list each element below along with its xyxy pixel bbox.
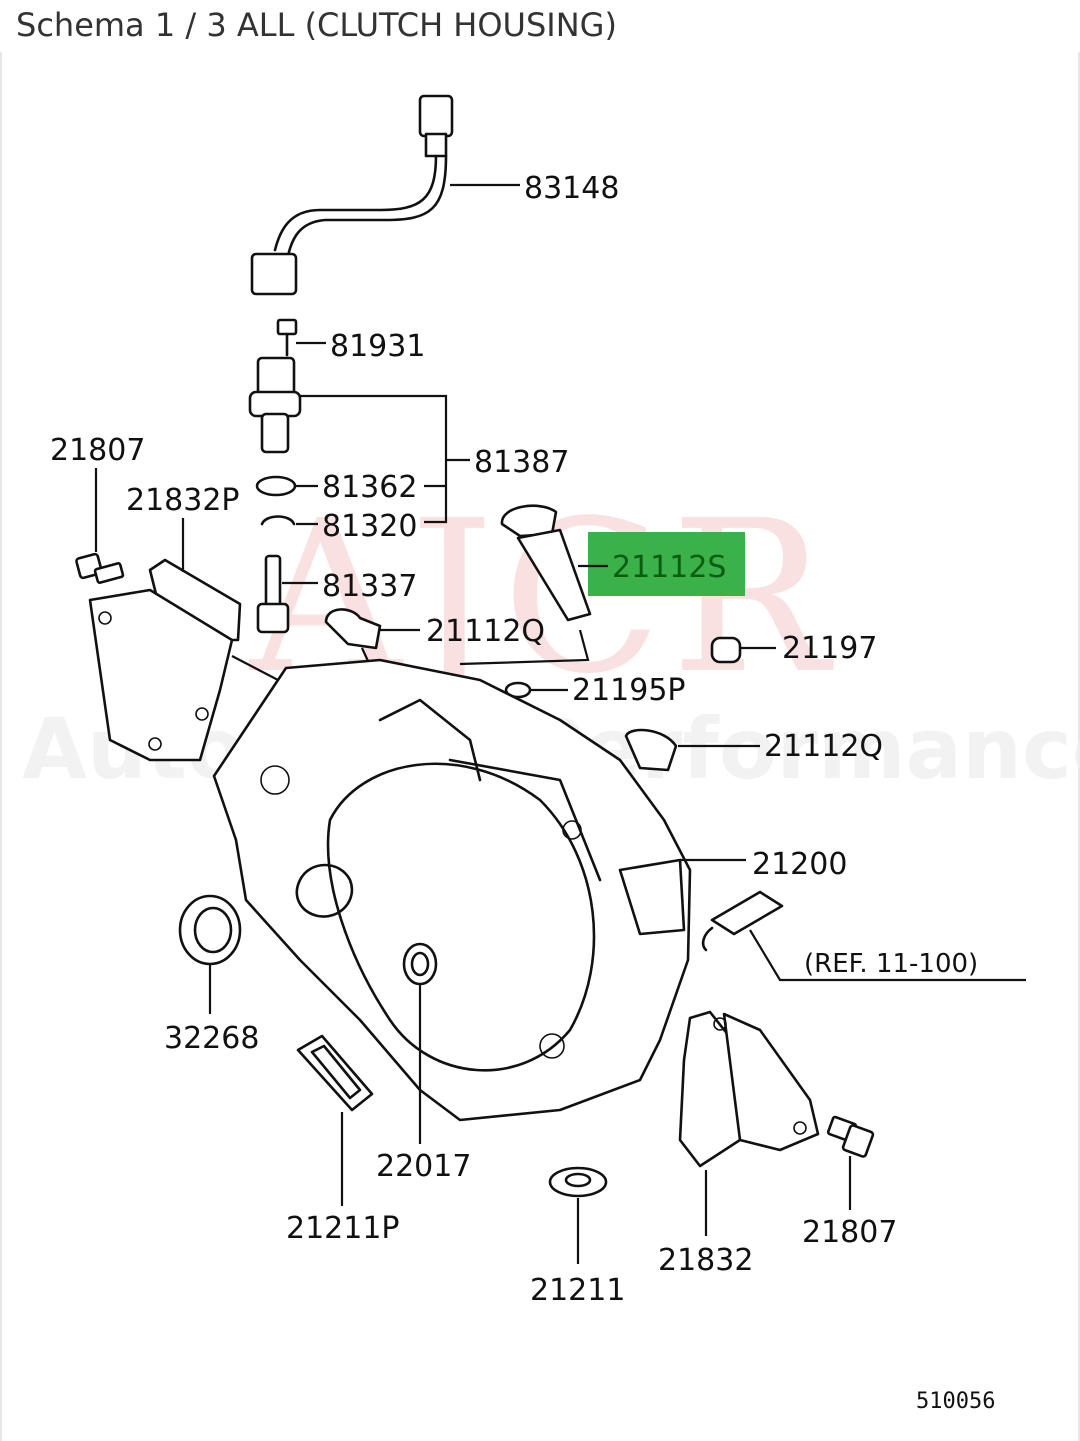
- label-21807-top[interactable]: 21807: [50, 433, 145, 468]
- label-81931[interactable]: 81931: [330, 329, 425, 364]
- cap-21112q-side-part[interactable]: [624, 728, 678, 772]
- label-81337[interactable]: 81337: [322, 569, 417, 604]
- label-21832p[interactable]: 21832P: [126, 483, 240, 518]
- label-ref[interactable]: (REF. 11-100): [804, 949, 978, 979]
- cover-21211p-part[interactable]: [296, 1034, 374, 1112]
- bolt-21807-top-part[interactable]: [75, 552, 125, 584]
- reference-pointer: [701, 890, 1026, 982]
- diagram-code: 510056: [916, 1389, 995, 1414]
- bolt-21807-bottom-part[interactable]: [826, 1115, 875, 1158]
- diagram-frame: [0, 52, 1080, 1441]
- seal-22017-part[interactable]: [402, 942, 438, 986]
- cap-21112q-top-part[interactable]: [324, 608, 382, 650]
- label-21112q-side[interactable]: 21112Q: [764, 729, 883, 764]
- label-21195p[interactable]: 21195P: [572, 673, 686, 708]
- clip-part[interactable]: [260, 515, 296, 526]
- label-21197[interactable]: 21197: [782, 631, 877, 666]
- label-21832[interactable]: 21832: [658, 1243, 753, 1278]
- bracket-21832p-part[interactable]: [88, 558, 242, 762]
- speed-sensor-part[interactable]: [248, 356, 302, 454]
- bolt-81931-part[interactable]: [276, 318, 298, 357]
- label-21112s[interactable]: 21112S: [612, 550, 726, 585]
- label-21211p[interactable]: 21211P: [286, 1211, 400, 1246]
- label-22017[interactable]: 22017: [376, 1149, 471, 1184]
- o-ring-part[interactable]: [255, 475, 297, 497]
- label-21211[interactable]: 21211: [530, 1273, 625, 1308]
- wire-harness-part[interactable]: [250, 94, 454, 296]
- label-81387[interactable]: 81387: [474, 445, 569, 480]
- breather-tube-part[interactable]: [500, 504, 592, 622]
- label-21200[interactable]: 21200: [752, 847, 847, 882]
- plug-21197-part[interactable]: [710, 636, 742, 664]
- oil-seal-32268-part[interactable]: [178, 894, 242, 966]
- highlight-box[interactable]: [588, 532, 745, 596]
- label-21112q-top[interactable]: 21112Q: [426, 614, 545, 649]
- label-21807-bottom[interactable]: 21807: [802, 1215, 897, 1250]
- grommet-21211-part[interactable]: [548, 1166, 608, 1198]
- page-title: Schema 1 / 3 ALL (CLUTCH HOUSING): [16, 6, 617, 44]
- label-83148[interactable]: 83148: [524, 171, 619, 206]
- label-81362[interactable]: 81362: [322, 470, 417, 505]
- label-81320[interactable]: 81320: [322, 509, 417, 544]
- bracket-21832-part[interactable]: [678, 1010, 820, 1168]
- label-32268[interactable]: 32268: [164, 1021, 259, 1056]
- clutch-housing-part[interactable]: [212, 658, 692, 1122]
- driven-gear-part[interactable]: [256, 554, 290, 634]
